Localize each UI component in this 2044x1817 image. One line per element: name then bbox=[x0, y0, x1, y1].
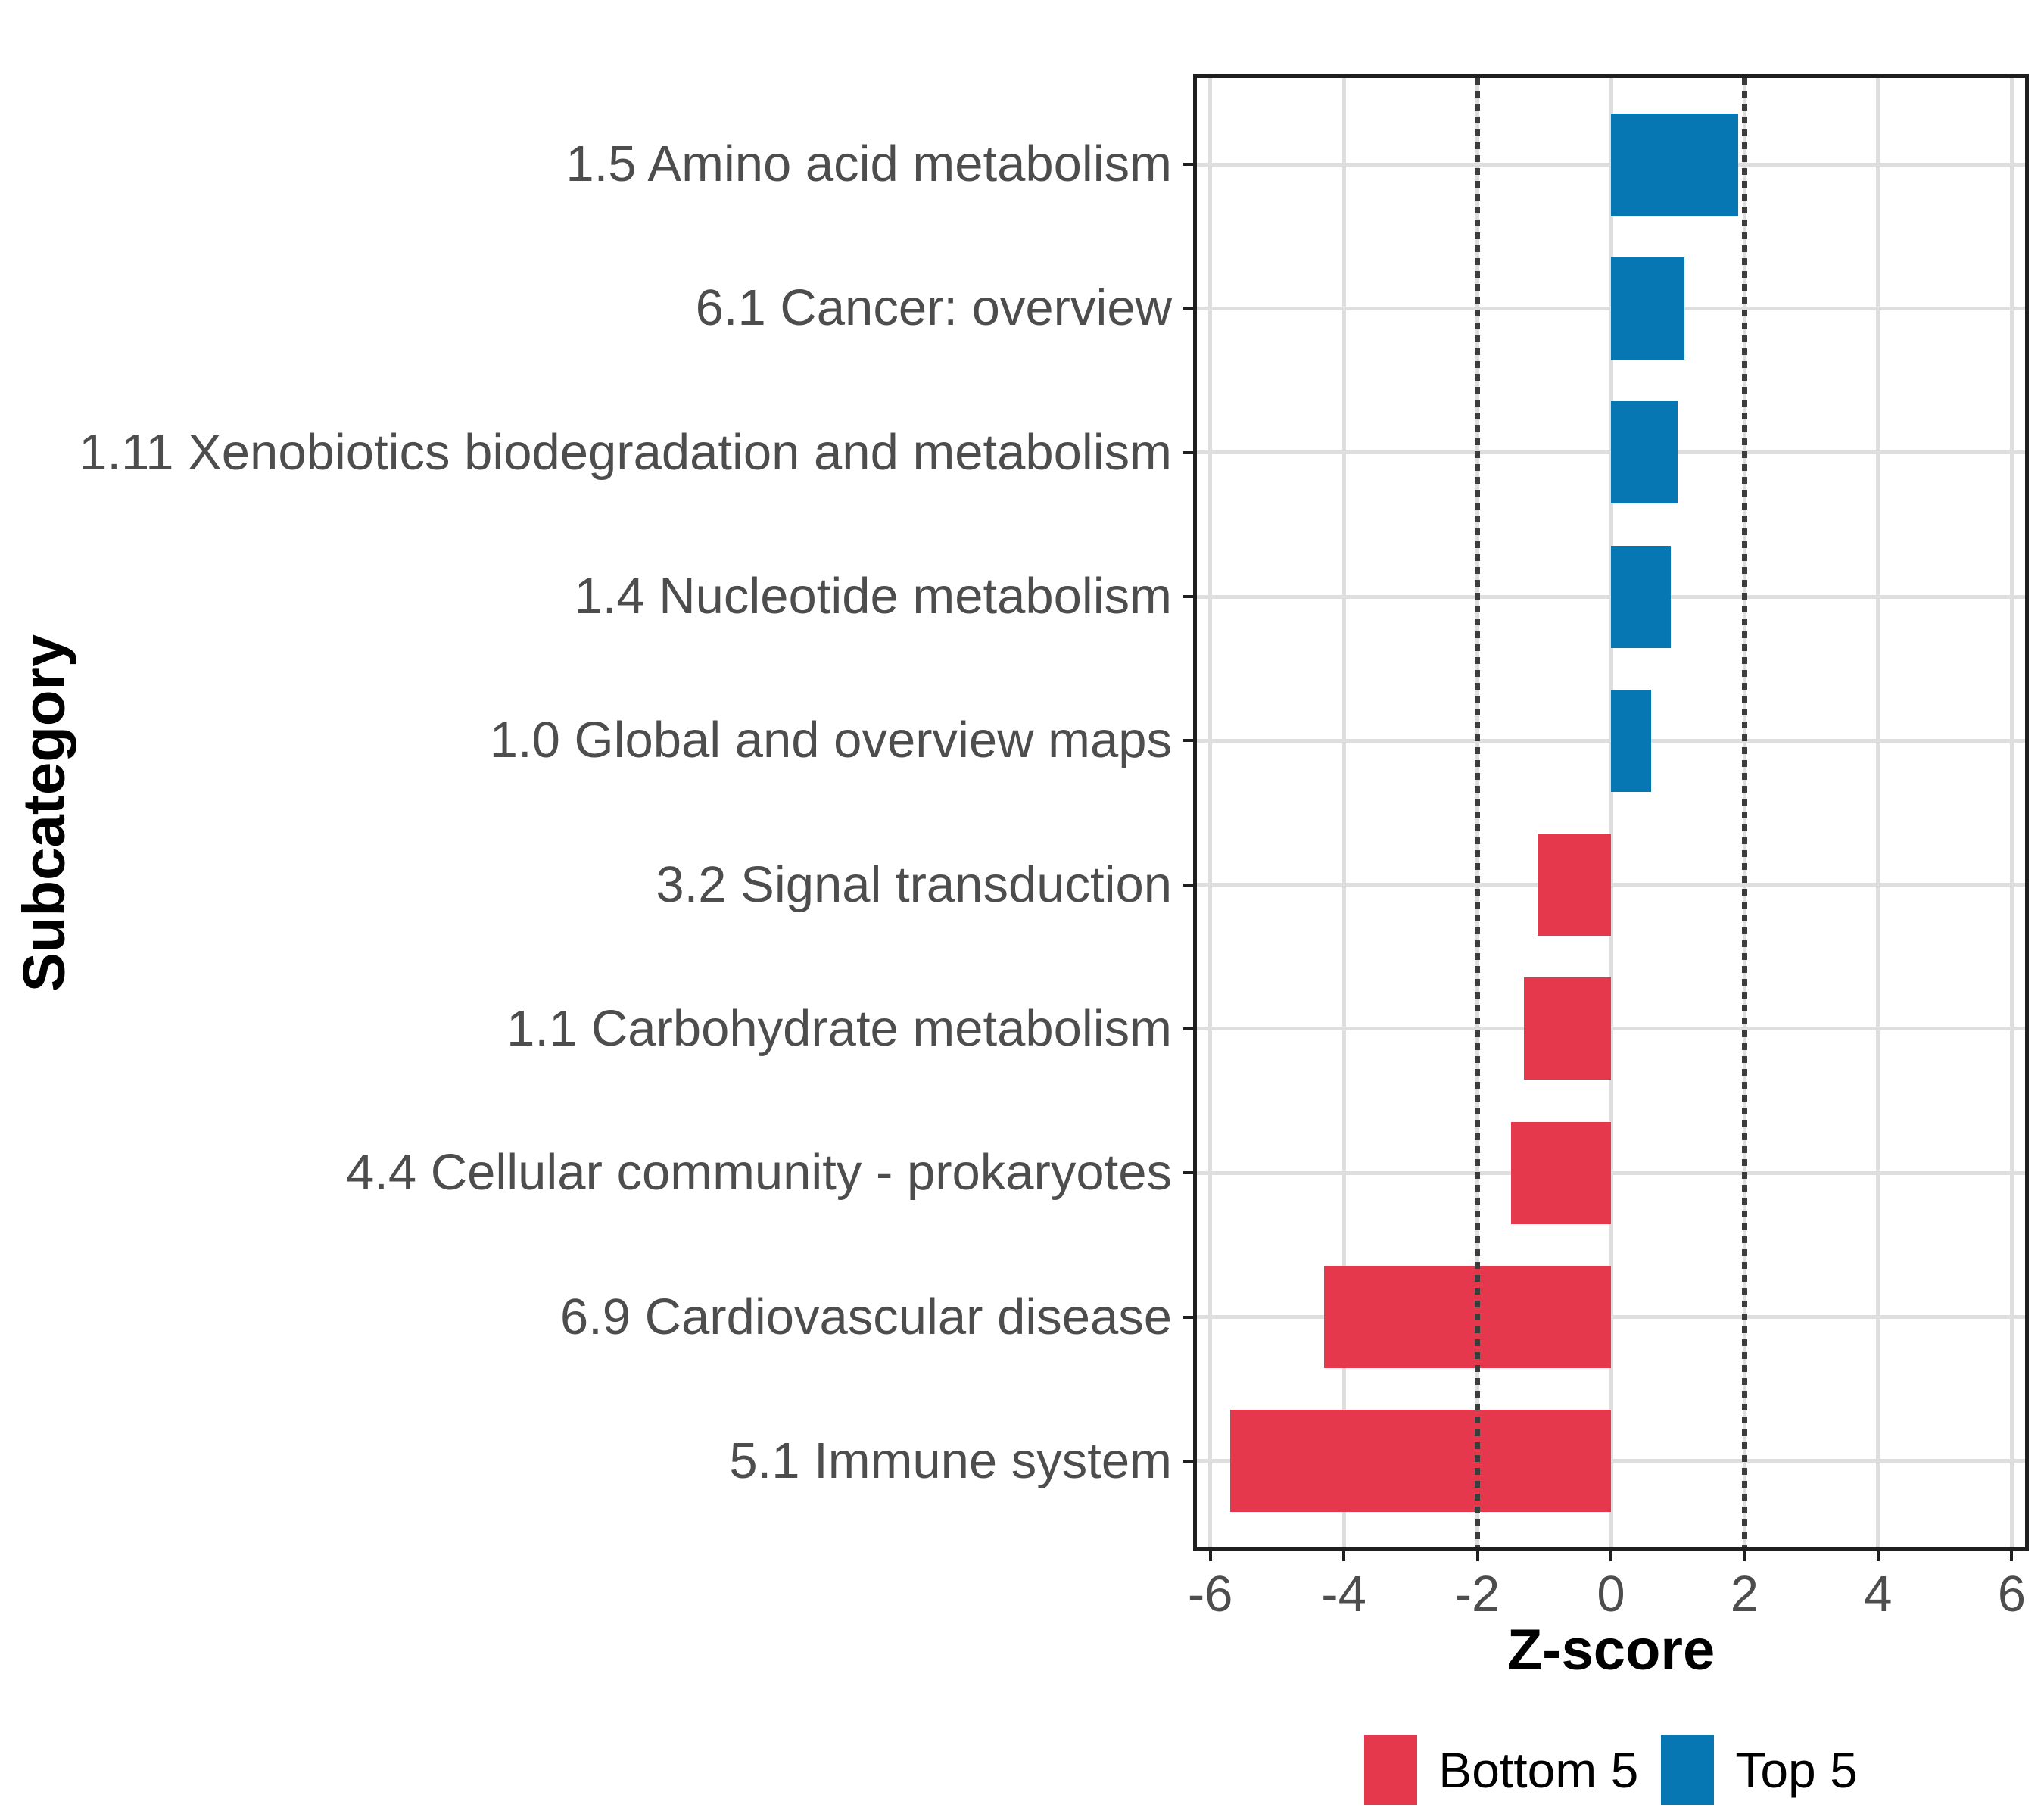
horizontal-gridline bbox=[1197, 1315, 2025, 1320]
bar-positive bbox=[1611, 689, 1651, 792]
x-tick-label: -6 bbox=[1187, 1566, 1233, 1622]
legend-label: Top 5 bbox=[1735, 1742, 1858, 1798]
y-tick bbox=[1183, 450, 1193, 454]
y-tick bbox=[1183, 1171, 1193, 1175]
y-axis-title: Subcategory bbox=[10, 634, 77, 992]
legend-swatch-bottom-5 bbox=[1364, 1735, 1418, 1805]
bar-positive bbox=[1611, 401, 1678, 504]
bar-positive bbox=[1611, 113, 1738, 216]
legend-item-bottom-5: Bottom 5 bbox=[1364, 1735, 1638, 1805]
reference-line bbox=[1475, 78, 1481, 1547]
x-tick bbox=[1475, 1551, 1479, 1561]
y-tick-label: 6.9 Cardiovascular disease bbox=[559, 1288, 1172, 1345]
y-tick-label: 4.4 Cellular community - prokaryotes bbox=[345, 1144, 1172, 1201]
x-tick-label: 0 bbox=[1597, 1566, 1625, 1622]
vertical-gridline bbox=[1341, 78, 1346, 1547]
legend-item-top-5: Top 5 bbox=[1661, 1735, 1858, 1805]
horizontal-gridline bbox=[1197, 1027, 2025, 1031]
reference-line bbox=[1741, 78, 1747, 1547]
y-tick bbox=[1183, 307, 1193, 310]
horizontal-gridline bbox=[1197, 883, 2025, 887]
y-tick-label: 1.4 Nucleotide metabolism bbox=[574, 568, 1172, 625]
legend-label: Bottom 5 bbox=[1438, 1742, 1639, 1798]
x-axis-title: Z-score bbox=[1507, 1618, 1715, 1682]
x-tick bbox=[1743, 1551, 1746, 1561]
y-tick bbox=[1183, 1315, 1193, 1319]
y-tick-label: 6.1 Cancer: overview bbox=[695, 279, 1172, 337]
x-tick bbox=[1876, 1551, 1880, 1561]
y-tick-label: 1.1 Carbohydrate metabolism bbox=[506, 999, 1172, 1057]
y-tick bbox=[1183, 163, 1193, 167]
y-tick bbox=[1183, 1459, 1193, 1463]
y-tick bbox=[1183, 883, 1193, 887]
y-tick-label: 1.5 Amino acid metabolism bbox=[566, 136, 1172, 193]
x-tick-label: 6 bbox=[1997, 1566, 2026, 1622]
x-tick bbox=[1208, 1551, 1212, 1561]
bar-negative bbox=[1537, 834, 1611, 937]
vertical-gridline bbox=[1208, 78, 1213, 1547]
legend-swatch-top-5 bbox=[1661, 1735, 1715, 1805]
y-tick-label: 5.1 Immune system bbox=[729, 1432, 1172, 1489]
legend: Bottom 5 Top 5 bbox=[1193, 1735, 2029, 1805]
x-tick bbox=[1609, 1551, 1612, 1561]
y-tick bbox=[1183, 739, 1193, 743]
vertical-gridline bbox=[1876, 78, 1880, 1547]
bar-positive bbox=[1611, 257, 1685, 360]
bar-negative bbox=[1524, 977, 1611, 1080]
x-tick-label: 4 bbox=[1864, 1566, 1893, 1622]
bar-positive bbox=[1611, 545, 1672, 648]
horizontal-gridline bbox=[1197, 1459, 2025, 1463]
x-tick-label: -4 bbox=[1321, 1566, 1366, 1622]
x-tick bbox=[1342, 1551, 1346, 1561]
vertical-gridline bbox=[1609, 78, 1613, 1547]
x-tick-label: -2 bbox=[1454, 1566, 1500, 1622]
y-tick bbox=[1183, 595, 1193, 599]
bar-negative bbox=[1323, 1266, 1611, 1369]
y-tick bbox=[1183, 1027, 1193, 1030]
bar-negative bbox=[1230, 1410, 1611, 1513]
bar-negative bbox=[1510, 1121, 1611, 1224]
vertical-gridline bbox=[2009, 78, 2014, 1547]
y-tick-label: 3.2 Signal transduction bbox=[656, 856, 1172, 913]
horizontal-gridline bbox=[1197, 1170, 2025, 1175]
y-tick-label: 1.0 Global and overview maps bbox=[489, 712, 1172, 769]
y-tick-label: 1.11 Xenobiotics biodegradation and meta… bbox=[79, 423, 1172, 481]
x-tick-label: 2 bbox=[1730, 1566, 1759, 1622]
x-tick bbox=[2010, 1551, 2014, 1561]
